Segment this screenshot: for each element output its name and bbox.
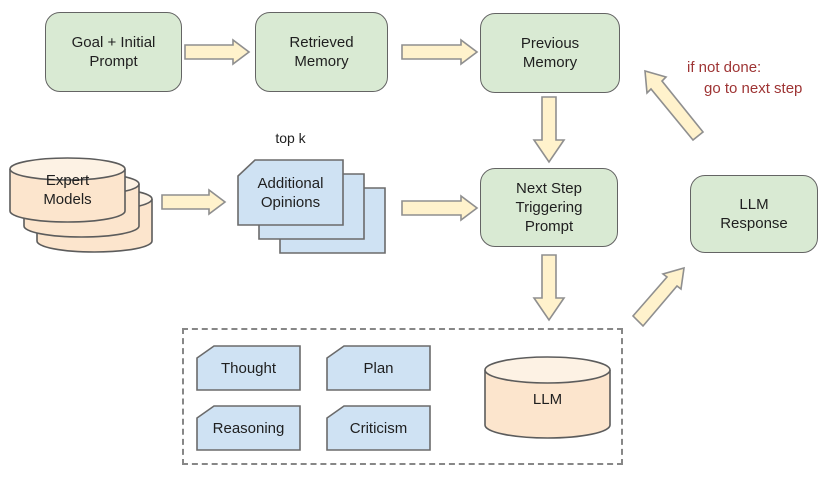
node-retrieved-memory-label: Retrieved Memory <box>289 34 354 70</box>
loop-annotation: if not done: go to next step <box>687 57 802 99</box>
node-goal-initial-prompt: Goal + Initial Prompt <box>45 12 182 92</box>
arrow-llm-to-response-icon <box>631 266 685 328</box>
expert-models-label: Expert Models <box>43 172 92 208</box>
inner-state-dashed-container <box>182 328 623 465</box>
additional-opinions-card-front <box>237 159 344 226</box>
llm-label: LLM <box>532 390 563 408</box>
node-next-step-triggering-prompt-label: Next Step Triggering Prompt <box>515 180 583 235</box>
reasoning-label: Reasoning <box>212 419 285 437</box>
node-retrieved-memory: Retrieved Memory <box>255 12 388 92</box>
arrow-goal-to-retrieved-icon <box>184 38 251 66</box>
thought-label: Thought <box>220 359 277 377</box>
node-llm-response: LLM Response <box>690 175 818 253</box>
node-llm-response-label: LLM Response <box>720 196 788 232</box>
reasoning-card <box>196 405 301 451</box>
llm-cylinder <box>484 356 611 439</box>
node-previous-memory-label: Previous Memory <box>520 35 580 71</box>
plan-label: Plan <box>363 359 394 377</box>
additional-opinions-label: Additional Opinions <box>257 174 324 211</box>
arrow-nextstep-to-llm-icon <box>532 254 566 322</box>
arrow-previous-to-nextstep-icon <box>532 96 566 164</box>
expert-models-cylinder-front <box>9 157 126 223</box>
node-previous-memory: Previous Memory <box>480 13 620 93</box>
top-k-annotation: top k <box>275 130 306 146</box>
plan-card <box>326 345 431 391</box>
criticism-label: Criticism <box>349 419 408 437</box>
arrow-expert-to-opinions-icon <box>161 188 227 216</box>
arrow-opinions-to-nextstep-icon <box>401 194 479 222</box>
criticism-card <box>326 405 431 451</box>
node-next-step-triggering-prompt: Next Step Triggering Prompt <box>480 168 618 247</box>
thought-card <box>196 345 301 391</box>
arrow-retrieved-to-previous-icon <box>401 38 479 66</box>
loop-annotation-line1: if not done: <box>687 59 762 76</box>
arrow-response-to-previous-icon <box>644 69 705 142</box>
node-goal-initial-prompt-label: Goal + Initial Prompt <box>71 34 156 70</box>
loop-annotation-line2: go to next step <box>704 80 803 97</box>
